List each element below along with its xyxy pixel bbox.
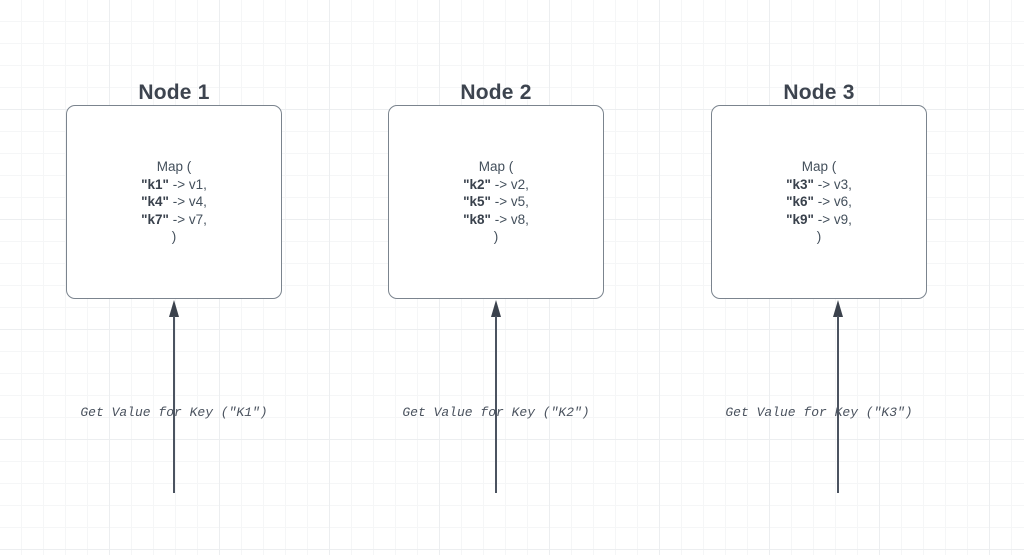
node-title: Node 2	[460, 81, 532, 104]
node-title: Node 3	[783, 81, 855, 104]
map-entry: "k3" -> v3,	[712, 176, 926, 194]
arrow-line	[837, 316, 839, 493]
map-entry-value: -> v7,	[168, 211, 207, 227]
map-entry-value: -> v6,	[813, 194, 852, 209]
node-box[interactable]: Map ( "k1" -> v1, "k4" -> v4, "k7" -> v7…	[66, 105, 282, 299]
map-entry-value: -> v3,	[813, 176, 852, 192]
map-entry-value: -> v2,	[490, 176, 529, 192]
map-header: Map (	[478, 159, 514, 174]
map-entry-value: -> v5,	[490, 194, 529, 209]
node-group-3: Node 3 Map ( "k3" -> v3, "k6" -> v6, "k9…	[711, 0, 927, 555]
map-footer: )	[816, 229, 822, 244]
map-entry-key: "k6"	[786, 194, 814, 209]
node-box[interactable]: Map ( "k2" -> v2, "k5" -> v5, "k8" -> v8…	[388, 105, 604, 299]
map-entry: "k2" -> v2,	[389, 176, 603, 194]
map-entry-key: "k7"	[141, 211, 169, 227]
map-entry: "k6" -> v6,	[712, 193, 926, 211]
map-entry: "k9" -> v9,	[712, 211, 926, 229]
map-entry-value: -> v9,	[813, 211, 852, 227]
map-contents: Map ( "k3" -> v3, "k6" -> v6, "k9" -> v9…	[712, 158, 926, 246]
map-entry: "k1" -> v1,	[67, 176, 281, 194]
map-entry-key: "k5"	[463, 194, 491, 209]
map-contents: Map ( "k1" -> v1, "k4" -> v4, "k7" -> v7…	[67, 158, 281, 246]
map-entry-value: -> v4,	[168, 194, 207, 209]
map-entry-key: "k2"	[463, 176, 491, 192]
map-footer: )	[493, 229, 499, 244]
map-header: Map (	[801, 159, 837, 174]
node-title: Node 1	[138, 81, 210, 104]
map-entry: "k4" -> v4,	[67, 193, 281, 211]
arrow-head-icon	[168, 300, 179, 317]
map-entry-value: -> v8,	[490, 211, 529, 227]
map-entry-key: "k3"	[786, 176, 814, 192]
arrow-caption: Get Value for Key ("K3")	[725, 405, 913, 420]
map-entry-key: "k4"	[141, 194, 169, 209]
map-entry-value: -> v1,	[168, 176, 207, 192]
arrow-line	[495, 316, 497, 493]
map-entry: "k8" -> v8,	[389, 211, 603, 229]
map-entry: "k5" -> v5,	[389, 193, 603, 211]
map-entry-key: "k1"	[141, 176, 169, 192]
map-footer: )	[171, 229, 177, 244]
map-entry: "k7" -> v7,	[67, 211, 281, 229]
node-group-1: Node 1 Map ( "k1" -> v1, "k4" -> v4, "k7…	[66, 0, 282, 555]
node-box[interactable]: Map ( "k3" -> v3, "k6" -> v6, "k9" -> v9…	[711, 105, 927, 299]
arrow-head-icon	[832, 300, 843, 317]
map-header: Map (	[156, 159, 192, 174]
map-entry-key: "k9"	[786, 211, 814, 227]
map-entry-key: "k8"	[463, 211, 491, 227]
arrow-head-icon	[490, 300, 501, 317]
map-contents: Map ( "k2" -> v2, "k5" -> v5, "k8" -> v8…	[389, 158, 603, 246]
arrow-line	[173, 316, 175, 493]
